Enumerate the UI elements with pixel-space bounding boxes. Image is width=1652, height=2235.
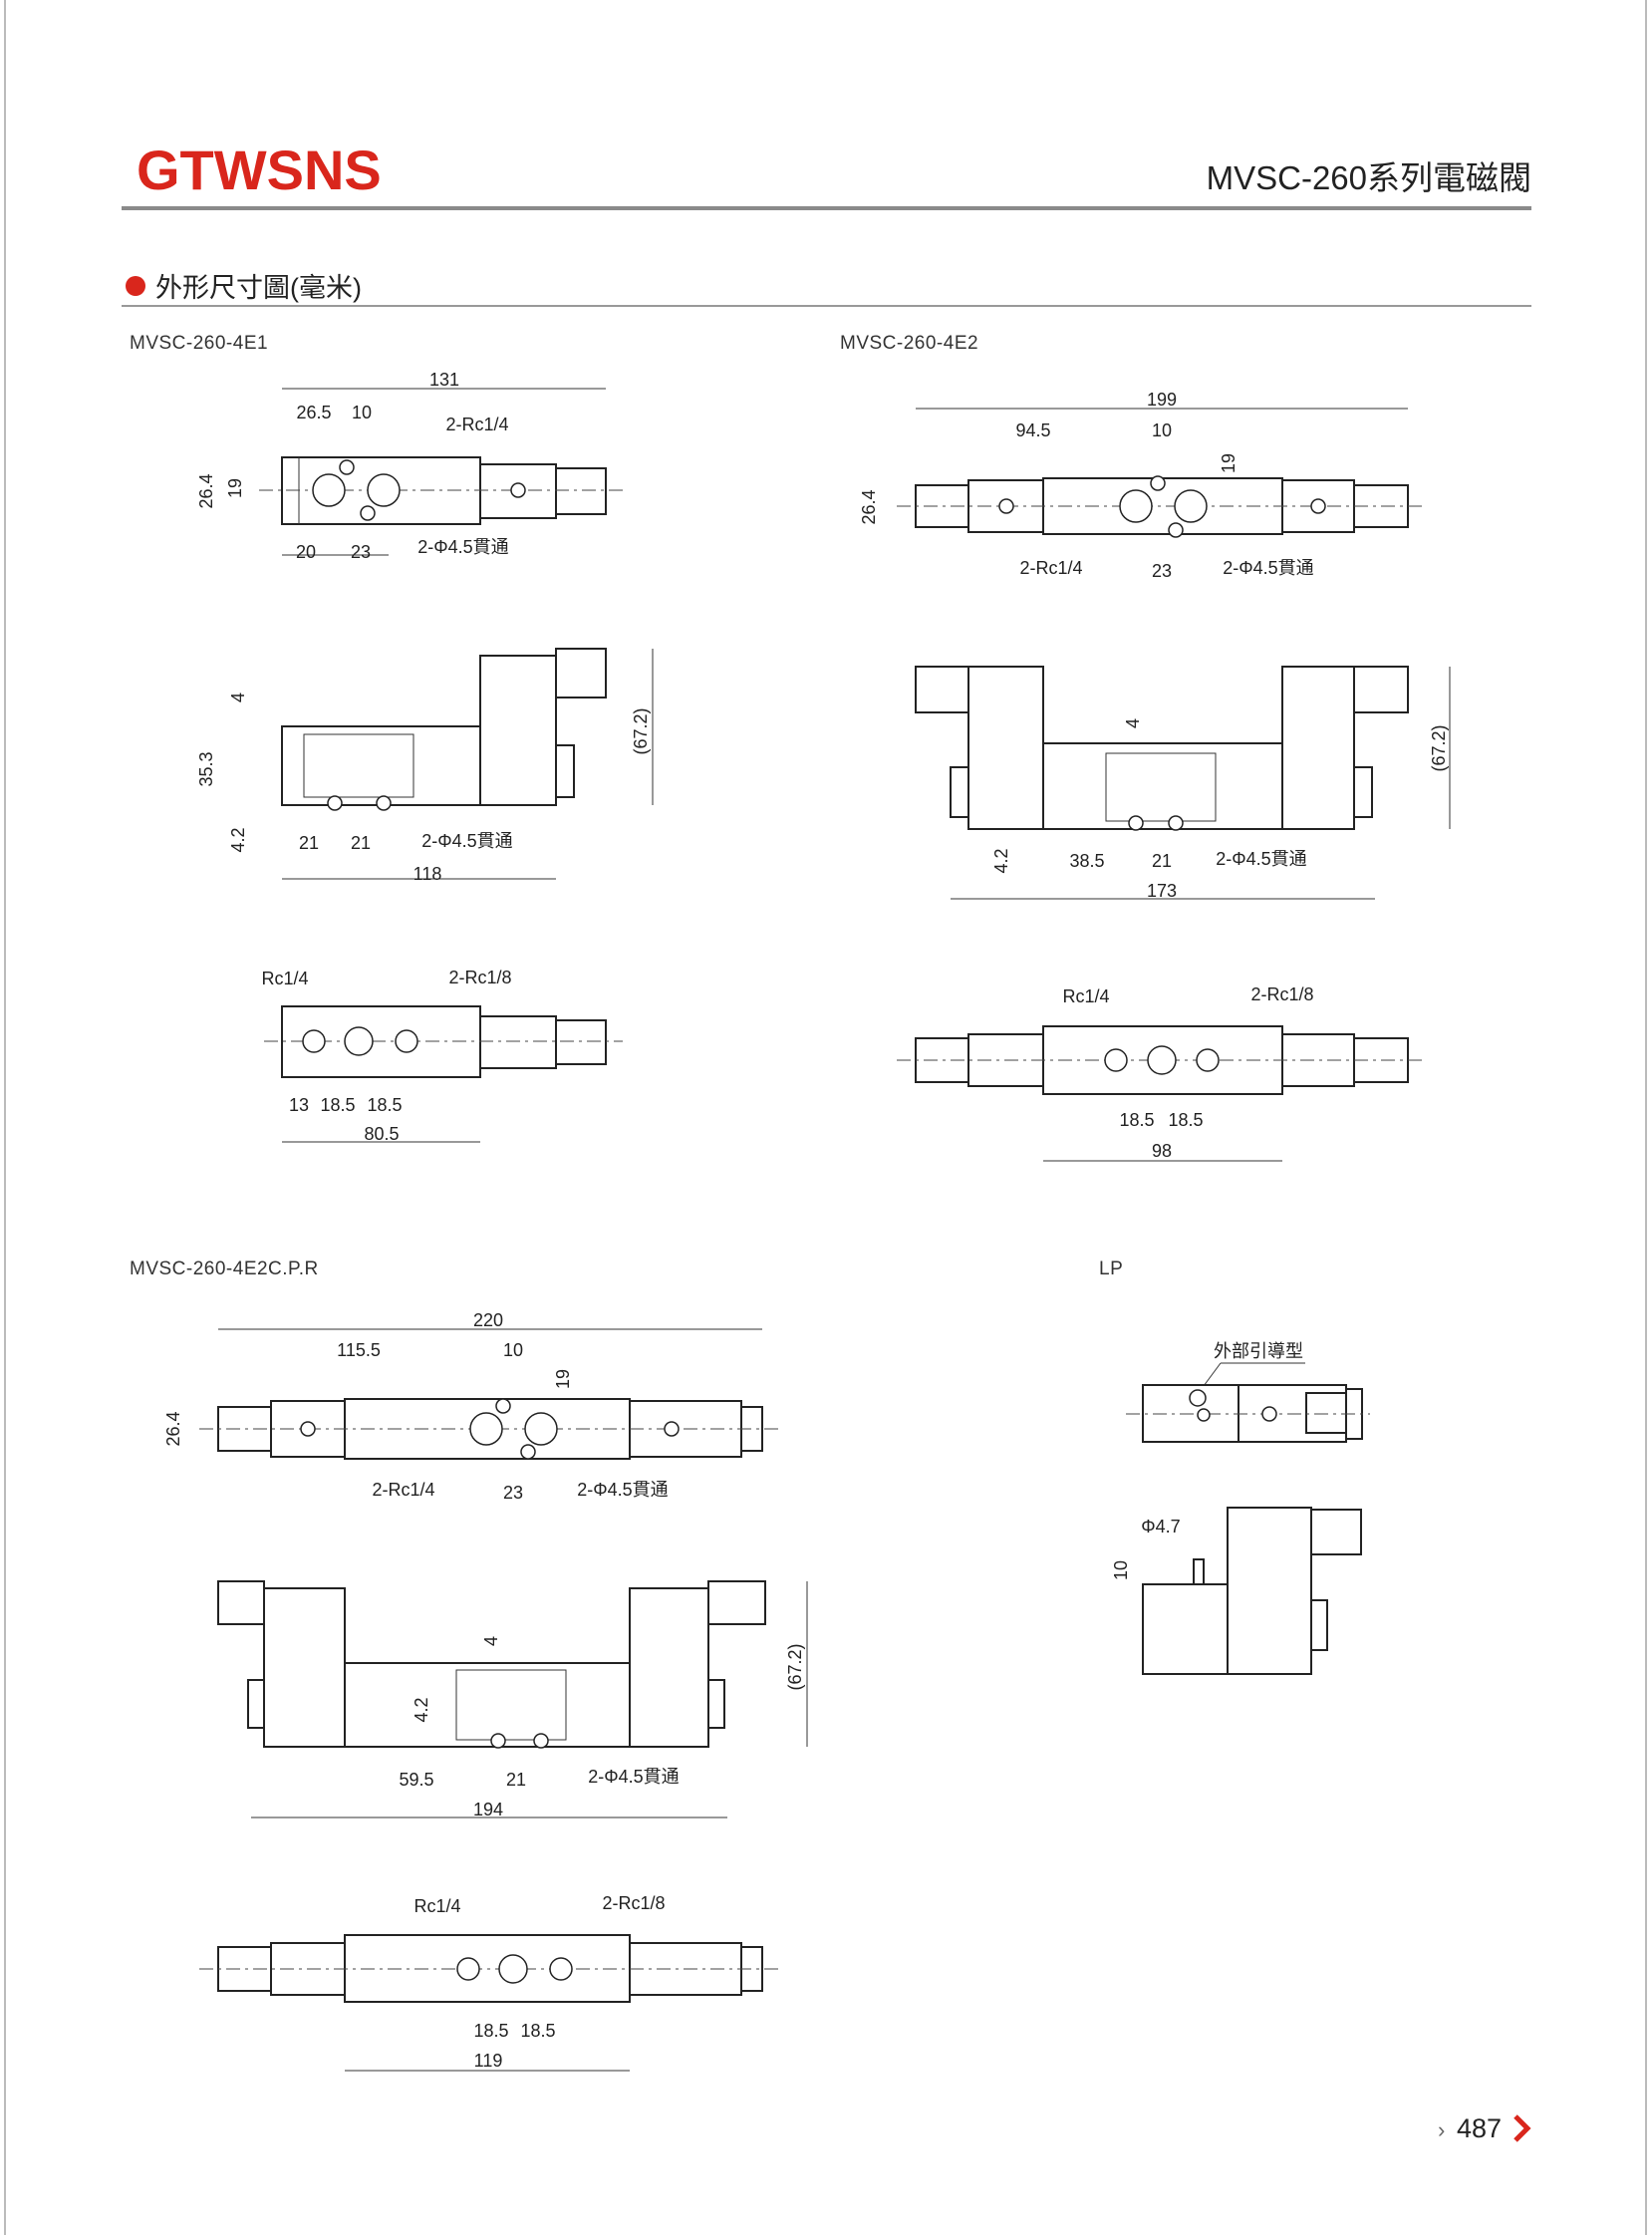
figure-label: MVSC-260-4E2C.P.R bbox=[130, 1258, 319, 1279]
bottom-view: Rc1/4 2-Rc1/8 13 18.5 18.5 80.5 bbox=[261, 968, 623, 1144]
dimension-label: 18.5 bbox=[473, 2021, 508, 2041]
dimension-label: 26.4 bbox=[163, 1411, 183, 1446]
header-rule bbox=[122, 206, 1531, 210]
dimension-label: 131 bbox=[429, 370, 459, 390]
dimension-label: 2-Φ4.5貫通 bbox=[577, 1480, 668, 1500]
dimension-label: 2-Φ4.5貫通 bbox=[417, 537, 508, 557]
dimension-label: 2-Φ4.5貫通 bbox=[421, 831, 512, 851]
dimension-label: 21 bbox=[1152, 851, 1172, 871]
dimension-label: 2-Rc1/4 bbox=[372, 1480, 434, 1500]
dimension-label: 4.2 bbox=[228, 827, 248, 852]
bottom-view: Rc1/4 2-Rc1/8 18.5 18.5 98 bbox=[897, 984, 1425, 1162]
dimension-label: 59.5 bbox=[399, 1770, 433, 1790]
dimension-label: 13 bbox=[289, 1095, 309, 1115]
lp-note: 外部引導型 bbox=[1214, 1341, 1303, 1361]
brand-logo: GTWSNS bbox=[137, 139, 382, 201]
dimension-label: 2-Rc1/8 bbox=[1250, 984, 1313, 1004]
figure-4e2cpr: MVSC-260-4E2C.P.R 220 115.5 10 19 26.4 2… bbox=[130, 1258, 808, 2072]
figure-4e1: MVSC-260-4E1 131 26.5 10 2-Rc1/4 26.4 19… bbox=[130, 333, 654, 1144]
dimension-label: Rc1/4 bbox=[261, 969, 308, 988]
dimension-label: 18.5 bbox=[1168, 1110, 1203, 1130]
dimension-label: (67.2) bbox=[1429, 724, 1449, 771]
dimension-label: (67.2) bbox=[785, 1643, 805, 1690]
dimension-label: 2-Φ4.5貫通 bbox=[588, 1767, 679, 1787]
dimension-label: 18.5 bbox=[1119, 1110, 1154, 1130]
dimension-label: 19 bbox=[553, 1369, 573, 1389]
dimension-label: 4 bbox=[228, 693, 248, 702]
dimension-label: 26.4 bbox=[859, 489, 879, 524]
top-view: 199 94.5 10 19 26.4 2-Rc1/4 23 2-Φ4.5貫通 bbox=[859, 390, 1425, 581]
side-view: 4 35.3 4.2 21 21 2-Φ4.5貫通 118 (67.2) bbox=[196, 648, 654, 884]
dimension-label: Rc1/4 bbox=[1062, 986, 1109, 1006]
dimension-label: 23 bbox=[503, 1483, 523, 1503]
dimension-label: Φ4.7 bbox=[1141, 1517, 1180, 1537]
dimension-label: 2-Φ4.5貫通 bbox=[1223, 558, 1313, 578]
dimension-label: 2-Rc1/4 bbox=[1019, 558, 1082, 578]
dimension-label: 115.5 bbox=[337, 1340, 381, 1360]
dimension-label: 4.2 bbox=[991, 848, 1011, 873]
dimension-label: 19 bbox=[1219, 453, 1239, 473]
dimension-label: 94.5 bbox=[1015, 420, 1050, 440]
bottom-view: Rc1/4 2-Rc1/8 18.5 18.5 119 bbox=[199, 1893, 782, 2072]
dimension-label: 21 bbox=[506, 1770, 526, 1790]
section-heading: 外形尺寸圖(毫米) bbox=[155, 273, 362, 303]
dimension-label: 10 bbox=[503, 1340, 523, 1360]
dimension-label: 2-Rc1/4 bbox=[445, 415, 508, 434]
dimension-label: 23 bbox=[1152, 561, 1172, 581]
dimension-label: 487 bbox=[1457, 2113, 1502, 2143]
page-number: › 487 bbox=[1438, 2113, 1531, 2143]
dimension-label: 173 bbox=[1147, 881, 1177, 901]
dimension-label: 10 bbox=[1111, 1560, 1131, 1580]
dimension-label: 18.5 bbox=[320, 1095, 355, 1115]
dimension-label: Rc1/4 bbox=[413, 1896, 460, 1916]
dimension-label: 26.4 bbox=[196, 473, 216, 508]
dimension-label: 26.5 bbox=[296, 403, 331, 422]
dimension-label: 80.5 bbox=[364, 1124, 399, 1144]
dimension-label: 38.5 bbox=[1069, 851, 1104, 871]
side-view: 4 (67.2) 4.2 38.5 21 2-Φ4.5貫通 173 bbox=[915, 666, 1451, 901]
next-chevron-icon bbox=[1514, 2114, 1531, 2142]
top-view: 220 115.5 10 19 26.4 2-Rc1/4 23 2-Φ4.5貫通 bbox=[163, 1310, 782, 1503]
dimension-label: 98 bbox=[1152, 1141, 1172, 1161]
dimension-label: 194 bbox=[473, 1800, 503, 1819]
dimension-label: 4 bbox=[481, 1636, 501, 1646]
dimension-label: 20 bbox=[296, 542, 316, 562]
figure-4e2: MVSC-260-4E2 199 94.5 10 19 26.4 2-Rc1/4… bbox=[840, 333, 1451, 1162]
dimension-label: 19 bbox=[225, 478, 245, 498]
dimension-label: 2-Φ4.5貫通 bbox=[1216, 849, 1306, 869]
dimension-label: 199 bbox=[1147, 390, 1177, 410]
figure-label: MVSC-260-4E2 bbox=[840, 333, 978, 354]
figure-label: MVSC-260-4E1 bbox=[130, 333, 268, 354]
dimension-label: 4 bbox=[1123, 718, 1143, 728]
dimension-label: 21 bbox=[351, 833, 371, 853]
dimension-label: 119 bbox=[474, 2051, 503, 2071]
dimension-label: (67.2) bbox=[631, 707, 651, 754]
dimension-label: 10 bbox=[352, 403, 372, 422]
dimension-label: 118 bbox=[413, 864, 442, 884]
dimension-label: 220 bbox=[473, 1310, 503, 1330]
small-chevron-icon: › bbox=[1438, 2117, 1445, 2142]
top-view: 131 26.5 10 2-Rc1/4 26.4 19 20 23 2-Φ4.5… bbox=[196, 370, 623, 562]
figure-lp: LP 外部引導型 Φ4.7 10 bbox=[1099, 1258, 1370, 1675]
dimension-label: 10 bbox=[1152, 420, 1172, 440]
side-view: 4 (67.2) 4.2 59.5 21 2-Φ4.5貫通 194 bbox=[217, 1580, 808, 1819]
page-title: MVSC-260系列電磁閥 bbox=[1207, 159, 1531, 196]
dimension-label: 18.5 bbox=[367, 1095, 402, 1115]
dimension-label: 21 bbox=[299, 833, 319, 853]
dimension-label: 4.2 bbox=[412, 1697, 431, 1722]
dimension-label: 2-Rc1/8 bbox=[602, 1893, 665, 1913]
dimension-label: 2-Rc1/8 bbox=[448, 968, 511, 987]
bullet-icon bbox=[126, 276, 145, 296]
figure-label: LP bbox=[1099, 1258, 1123, 1279]
dimension-label: 18.5 bbox=[520, 2021, 555, 2041]
dimension-label: 35.3 bbox=[196, 751, 216, 786]
dimension-label: 23 bbox=[351, 542, 371, 562]
